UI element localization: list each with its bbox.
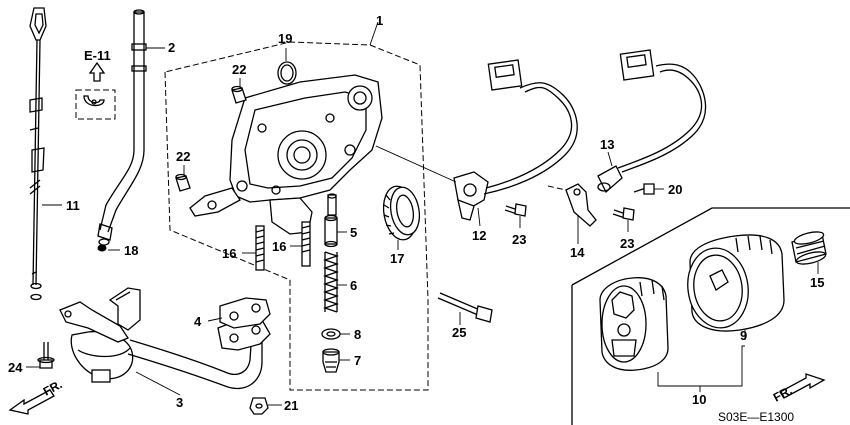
flange-bolt-24 bbox=[37, 342, 55, 369]
front-direction-arrow-right bbox=[779, 373, 826, 399]
callout-14: 14 bbox=[570, 245, 585, 260]
figure-code: S03E—E1300 bbox=[718, 410, 794, 424]
relief-valve-plug bbox=[322, 348, 340, 373]
dipstick-tube bbox=[97, 9, 147, 252]
callout-9: 9 bbox=[740, 328, 747, 343]
callout-22-upper: 22 bbox=[232, 62, 246, 77]
bolt-23-left bbox=[504, 203, 527, 217]
callout-16-left: 16 bbox=[222, 246, 236, 261]
crank-position-sensor bbox=[453, 59, 578, 221]
oil-strainer bbox=[59, 287, 271, 390]
relief-valve bbox=[324, 214, 338, 248]
oil-pump bbox=[189, 74, 383, 235]
callout-10: 10 bbox=[692, 392, 706, 407]
callout-16-right: 16 bbox=[272, 239, 286, 254]
oil-seal bbox=[382, 185, 421, 241]
front-direction-arrow-left bbox=[8, 389, 55, 415]
callout-5: 5 bbox=[350, 225, 357, 240]
cam-position-sensor bbox=[597, 49, 707, 194]
callout-13: 13 bbox=[600, 137, 614, 152]
callout-2: 2 bbox=[168, 40, 175, 55]
callout-12: 12 bbox=[472, 228, 486, 243]
callout-1: 1 bbox=[376, 13, 383, 28]
callout-18: 18 bbox=[124, 243, 138, 258]
stud-bolt-right bbox=[301, 221, 311, 267]
callout-24: 24 bbox=[8, 360, 23, 375]
bolt-23-right bbox=[612, 207, 635, 221]
callout-17: 17 bbox=[390, 251, 404, 266]
oil-filter bbox=[687, 234, 785, 332]
reference-e11-label: E-11 bbox=[84, 48, 111, 63]
callout-21: 21 bbox=[284, 398, 298, 413]
callout-25: 25 bbox=[452, 325, 466, 340]
callout-4: 4 bbox=[194, 314, 202, 329]
dowel-pin-lower bbox=[175, 173, 191, 192]
callout-19: 19 bbox=[278, 31, 292, 46]
o-ring bbox=[277, 61, 297, 85]
callout-3: 3 bbox=[176, 395, 183, 410]
callout-15: 15 bbox=[810, 275, 824, 290]
callout-22-lower: 22 bbox=[176, 149, 190, 164]
callout-6: 6 bbox=[350, 278, 357, 293]
callout-23-right: 23 bbox=[620, 236, 634, 251]
reference-e11 bbox=[75, 61, 116, 120]
sensor-bracket bbox=[565, 183, 597, 227]
relief-valve-spring bbox=[322, 251, 340, 313]
callout-7: 7 bbox=[354, 353, 361, 368]
sealing-washer bbox=[321, 328, 341, 340]
flange-bolt-25 bbox=[437, 292, 493, 323]
filter-housing bbox=[599, 277, 669, 371]
callout-20: 20 bbox=[668, 182, 682, 197]
stud-bolt-left bbox=[255, 225, 265, 271]
bolt-20 bbox=[633, 183, 655, 195]
filter-threaded-joint bbox=[791, 231, 827, 265]
flange-nut-21 bbox=[249, 397, 269, 415]
dowel-pin-upper bbox=[231, 85, 247, 104]
callout-8: 8 bbox=[354, 327, 361, 342]
callout-23-left: 23 bbox=[512, 232, 526, 247]
callout-11: 11 bbox=[66, 198, 80, 213]
dipstick bbox=[29, 7, 47, 301]
strainer-gasket bbox=[219, 297, 271, 329]
